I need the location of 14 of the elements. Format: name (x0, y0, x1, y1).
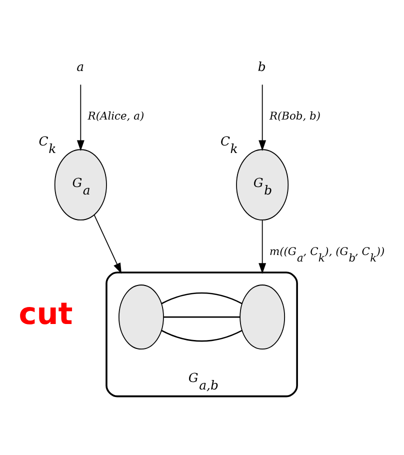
label: cut (18, 296, 73, 332)
node-text: a (76, 58, 84, 74)
node-text: b (258, 58, 266, 74)
node-ellipse (118, 284, 164, 350)
arrow (258, 84, 266, 150)
connector (161, 329, 242, 342)
arrow (258, 219, 266, 274)
node-ellipse (240, 284, 286, 350)
edge-label: R(Bob, b) (269, 108, 321, 122)
connector (164, 316, 240, 318)
connector (161, 292, 242, 304)
arrow (94, 214, 122, 274)
edge-label: R(Alice, a) (88, 108, 144, 122)
arrow (76, 84, 84, 150)
